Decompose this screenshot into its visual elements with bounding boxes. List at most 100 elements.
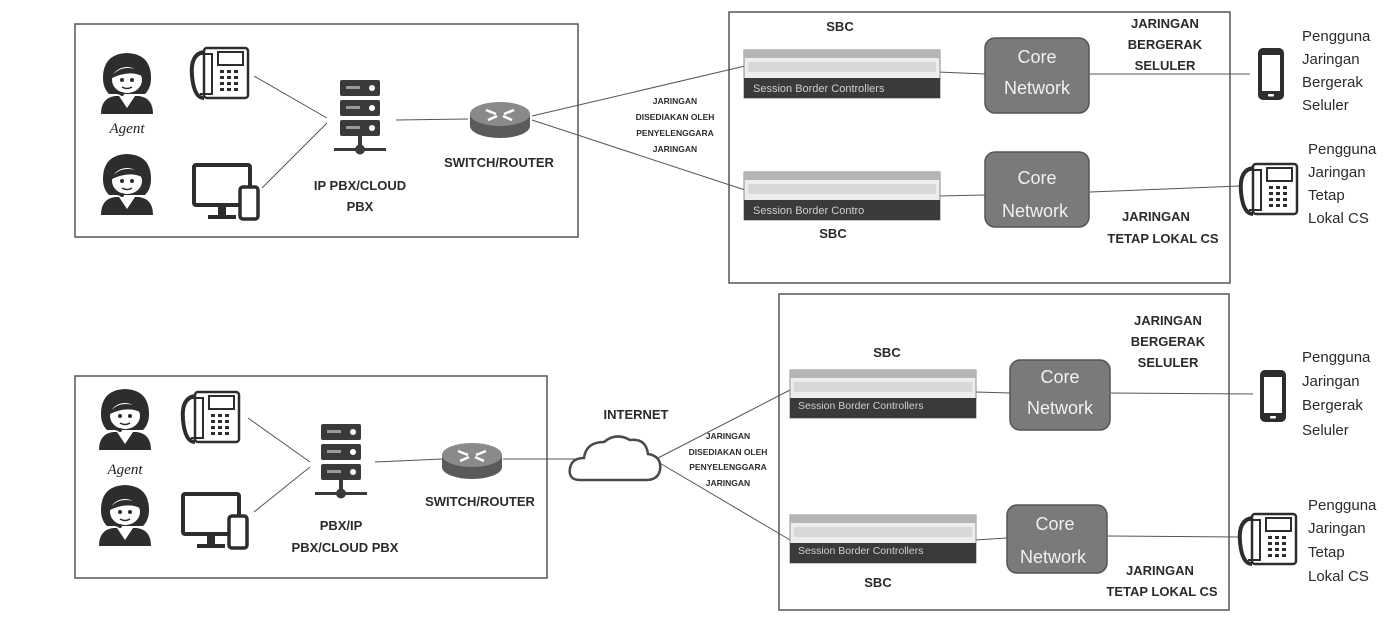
svg-text:Network: Network	[1027, 398, 1094, 418]
svg-text:Seluler: Seluler	[1302, 422, 1349, 439]
router-label: SWITCH/ROUTER	[444, 155, 554, 170]
desk-phone-icon	[189, 46, 250, 100]
fixed-network-label: JARINGAN TETAP LOKAL CS	[1106, 563, 1218, 599]
fixed-user-label: Pengguna Jaringan Tetap Lokal CS	[1308, 497, 1377, 585]
svg-text:SELULER: SELULER	[1135, 58, 1196, 73]
agent-person-icon	[98, 388, 152, 451]
fixed-user-label: Pengguna Jaringan Tetap Lokal CS	[1308, 141, 1377, 227]
svg-text:TETAP LOKAL CS: TETAP LOKAL CS	[1106, 584, 1218, 599]
svg-text:DISEDIAKAN OLEH: DISEDIAKAN OLEH	[689, 447, 768, 457]
svg-text:Lokal CS: Lokal CS	[1308, 210, 1369, 227]
top-lines	[253, 65, 1250, 197]
bottom-lines	[247, 389, 1254, 541]
agent-person-icon	[100, 153, 154, 216]
svg-text:Jaringan: Jaringan	[1302, 373, 1360, 390]
agent-label: Agent	[107, 462, 144, 478]
router-label: SWITCH/ROUTER	[425, 494, 535, 509]
core-network: Core Network	[984, 37, 1090, 114]
svg-text:Jaringan: Jaringan	[1308, 520, 1366, 537]
agent-label: Agent	[109, 121, 146, 137]
svg-text:Session Border Controllers: Session Border Controllers	[798, 545, 923, 557]
top-provider-box	[728, 11, 1231, 284]
sbc-label: SBC	[819, 226, 847, 241]
top-diagram: Agent IP PBX/CLOUD PBX SWITCH/ROUTER JAR…	[74, 11, 1377, 284]
svg-text:Pengguna: Pengguna	[1302, 28, 1371, 45]
mobile-network-label: JARINGAN BERGERAK SELULER	[1131, 313, 1206, 370]
svg-text:SELULER: SELULER	[1138, 355, 1199, 370]
svg-text:Jaringan: Jaringan	[1308, 164, 1366, 181]
desk-phone-icon	[180, 390, 241, 444]
router-icon	[468, 100, 532, 140]
svg-text:PENYELENGGARA: PENYELENGGARA	[636, 128, 713, 138]
svg-text:BERGERAK: BERGERAK	[1131, 334, 1206, 349]
svg-text:Bergerak: Bergerak	[1302, 397, 1363, 414]
fixed-network-label: JARINGAN TETAP LOKAL CS	[1107, 209, 1219, 246]
desk-phone-icon	[1238, 162, 1299, 216]
svg-text:Pengguna: Pengguna	[1308, 141, 1377, 158]
svg-text:BERGERAK: BERGERAK	[1128, 37, 1203, 52]
svg-text:Network: Network	[1002, 201, 1069, 221]
svg-text:Jaringan: Jaringan	[1302, 51, 1360, 68]
provider-link-label: JARINGAN DISEDIAKAN OLEH PENYELENGGARA J…	[636, 96, 715, 154]
svg-text:Core: Core	[1035, 514, 1074, 534]
internet-cloud-icon	[568, 435, 662, 482]
core-network: Core Network	[984, 151, 1090, 228]
pbx-label-line-2: PBX/CLOUD PBX	[292, 540, 399, 555]
svg-text:Core: Core	[1017, 168, 1056, 188]
svg-text:Session Border Controllers: Session Border Controllers	[753, 83, 885, 95]
agent-person-icon	[98, 484, 152, 547]
svg-text:Lokal CS: Lokal CS	[1308, 568, 1369, 585]
pbx-server-icon	[315, 424, 367, 499]
svg-text:JARINGAN: JARINGAN	[653, 96, 697, 106]
svg-text:Session Border Controllers: Session Border Controllers	[798, 400, 923, 412]
mobile-phone-icon	[1258, 48, 1284, 100]
bottom-provider-box	[778, 293, 1230, 611]
mobile-user-label: Pengguna Jaringan Bergerak Seluler	[1302, 349, 1371, 439]
svg-text:Core: Core	[1017, 47, 1056, 67]
svg-text:JARINGAN: JARINGAN	[653, 144, 697, 154]
svg-text:PENYELENGGARA: PENYELENGGARA	[689, 462, 766, 472]
top-office-box	[74, 23, 579, 238]
mobile-phone-icon	[1260, 370, 1286, 422]
provider-link-label: JARINGAN DISEDIAKAN OLEH PENYELENGGARA J…	[689, 431, 768, 488]
core-network: Core Network	[1009, 359, 1111, 431]
desk-phone-icon	[1237, 512, 1298, 566]
svg-text:JARINGAN: JARINGAN	[1131, 16, 1199, 31]
sbc-device: Session Border Controllers	[789, 369, 977, 419]
sbc-device: Session Border Contro	[743, 171, 941, 221]
sbc-label: SBC	[873, 345, 901, 360]
svg-text:DISEDIAKAN OLEH: DISEDIAKAN OLEH	[636, 112, 715, 122]
svg-text:Session Border Contro: Session Border Contro	[753, 205, 864, 217]
svg-text:Tetap: Tetap	[1308, 187, 1345, 204]
svg-text:Pengguna: Pengguna	[1302, 349, 1371, 366]
computer-icon	[181, 492, 249, 550]
sbc-device: Session Border Controllers	[789, 514, 977, 564]
svg-text:Bergerak: Bergerak	[1302, 74, 1363, 91]
svg-text:JARINGAN: JARINGAN	[1122, 209, 1190, 224]
router-icon	[440, 441, 504, 481]
svg-text:JARINGAN: JARINGAN	[706, 431, 750, 441]
pbx-label-line-2: PBX	[347, 199, 374, 214]
svg-text:Tetap: Tetap	[1308, 544, 1345, 561]
svg-text:TETAP LOKAL CS: TETAP LOKAL CS	[1107, 231, 1219, 246]
computer-icon	[192, 163, 260, 221]
internet-label: INTERNET	[604, 407, 669, 422]
bottom-diagram: Agent PBX/IP PBX/CLOUD PBX SWITCH/ROUTER…	[74, 293, 1377, 611]
pbx-label-line-1: PBX/IP	[320, 518, 363, 533]
svg-text:JARINGAN: JARINGAN	[1126, 563, 1194, 578]
svg-text:Core: Core	[1040, 367, 1079, 387]
sbc-device: Session Border Controllers	[743, 49, 941, 99]
svg-text:Network: Network	[1004, 78, 1071, 98]
mobile-network-label: JARINGAN BERGERAK SELULER	[1128, 16, 1203, 73]
bottom-office-box	[74, 375, 548, 579]
pbx-label-line-1: IP PBX/CLOUD	[314, 178, 406, 193]
core-network: Core Network	[1006, 504, 1108, 574]
sbc-label: SBC	[826, 19, 854, 34]
agent-person-icon	[100, 52, 154, 115]
svg-text:JARINGAN: JARINGAN	[1134, 313, 1202, 328]
svg-text:Pengguna: Pengguna	[1308, 497, 1377, 514]
svg-text:Seluler: Seluler	[1302, 97, 1349, 114]
pbx-server-icon	[334, 80, 386, 155]
svg-text:Network: Network	[1020, 547, 1087, 567]
mobile-user-label: Pengguna Jaringan Bergerak Seluler	[1302, 28, 1371, 114]
